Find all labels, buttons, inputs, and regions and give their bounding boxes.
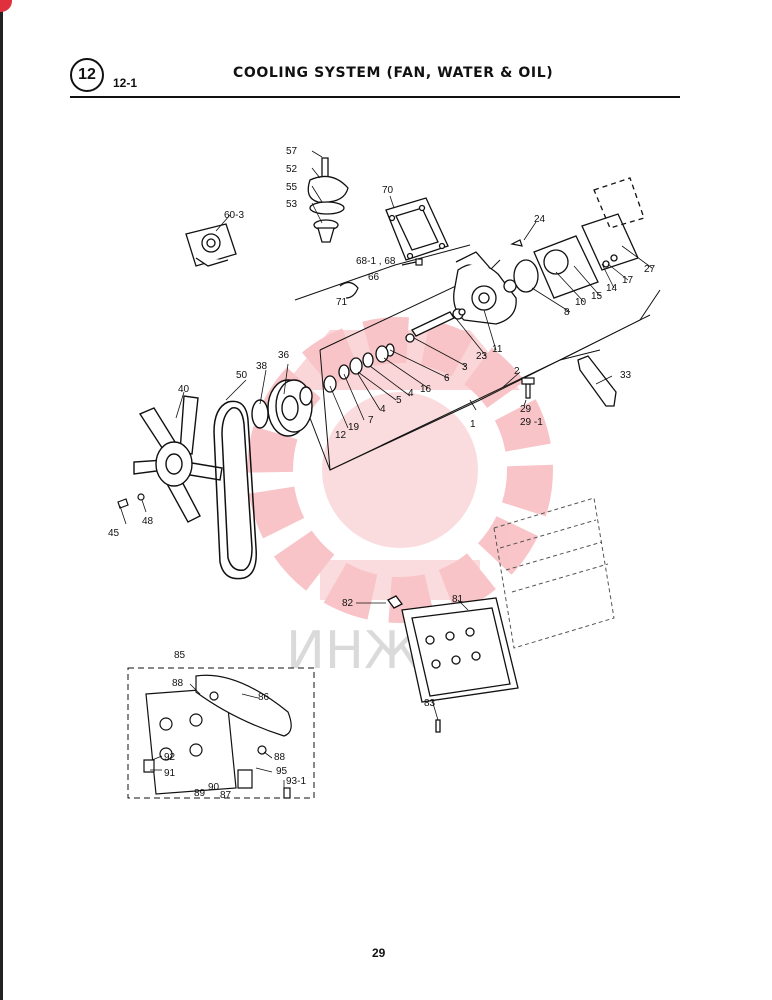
callout-36: 36 bbox=[278, 350, 290, 361]
callout-88a: 88 bbox=[172, 678, 184, 689]
o-ring-88 bbox=[209, 691, 219, 701]
fan-bolts bbox=[117, 493, 145, 509]
engine-block-outline bbox=[593, 177, 645, 229]
callout-88b: 88 bbox=[274, 752, 286, 763]
callout-7: 7 bbox=[368, 415, 374, 426]
callout-8: 8 bbox=[564, 307, 570, 318]
callout-89: 89 bbox=[194, 788, 206, 799]
page-header: 12 12-1 COOLING SYSTEM (FAN, WATER & OIL… bbox=[70, 58, 680, 98]
callout-27: 27 bbox=[644, 264, 656, 275]
watermark-gear-logo bbox=[247, 317, 553, 623]
callout-68: 68-1 , 68 bbox=[356, 256, 396, 267]
page-title: COOLING SYSTEM (FAN, WATER & OIL) bbox=[233, 65, 554, 81]
callout-85: 85 bbox=[174, 650, 186, 661]
callout-50: 50 bbox=[236, 370, 248, 381]
callout-70: 70 bbox=[382, 185, 394, 196]
callout-4a: 4 bbox=[408, 388, 414, 399]
callout-11: 11 bbox=[492, 344, 503, 355]
oil-cooler-detail-box bbox=[127, 667, 315, 799]
plug-93-1 bbox=[283, 787, 291, 799]
callout-82: 82 bbox=[342, 598, 354, 609]
callout-38: 38 bbox=[256, 361, 268, 372]
callout-23: 23 bbox=[476, 351, 488, 362]
thermostat-case-60-3 bbox=[185, 223, 237, 267]
callout-92: 92 bbox=[164, 752, 176, 763]
shaft-3 bbox=[411, 311, 455, 337]
callout-57: 57 bbox=[286, 146, 298, 157]
callout-91: 91 bbox=[164, 768, 176, 779]
stud-24 bbox=[510, 239, 523, 247]
callout-45: 45 bbox=[108, 528, 120, 539]
section-number-badge: 12 bbox=[70, 58, 104, 92]
section-sub-number: 12-1 bbox=[113, 76, 138, 90]
callout-16: 16 bbox=[420, 384, 432, 395]
callout-33: 33 bbox=[620, 370, 632, 381]
callout-29: 29 bbox=[520, 404, 532, 415]
callout-19: 19 bbox=[348, 422, 360, 433]
plug-82 bbox=[387, 595, 403, 609]
gasket-55 bbox=[309, 201, 345, 215]
callout-52: 52 bbox=[286, 164, 298, 175]
cooling-fan-40 bbox=[133, 395, 223, 523]
callout-86: 86 bbox=[258, 692, 270, 703]
header-divider bbox=[70, 96, 680, 98]
callout-12: 12 bbox=[335, 430, 347, 441]
impeller-8 bbox=[513, 259, 539, 293]
callout-3: 3 bbox=[462, 362, 468, 373]
callout-87: 87 bbox=[220, 790, 232, 801]
oil-cooler-element-81 bbox=[387, 595, 519, 733]
oil-cooler-housing-outline bbox=[477, 497, 615, 693]
water-outlet-plate-70 bbox=[385, 197, 449, 261]
page-number: 29 bbox=[372, 946, 386, 960]
callout-48: 48 bbox=[142, 516, 154, 527]
bearing-and-ring-set bbox=[323, 343, 395, 393]
callout-83: 83 bbox=[424, 698, 436, 709]
water-pump-body bbox=[453, 251, 517, 325]
callout-95: 95 bbox=[276, 766, 288, 777]
gasket-27 bbox=[581, 213, 639, 271]
spacer-38 bbox=[251, 399, 269, 429]
adjusting-bar-33 bbox=[577, 355, 617, 407]
callout-15: 15 bbox=[591, 291, 603, 302]
page-edge-rule bbox=[0, 0, 3, 1000]
callout-6: 6 bbox=[444, 373, 450, 384]
callout-24: 24 bbox=[534, 214, 546, 225]
callout-4b: 4 bbox=[380, 404, 386, 415]
oil-cooler-detail-parts bbox=[143, 674, 292, 799]
callout-55: 55 bbox=[286, 182, 298, 193]
callout-14: 14 bbox=[606, 283, 618, 294]
callout-71: 71 bbox=[336, 297, 348, 308]
callout-40: 40 bbox=[178, 384, 190, 395]
callout-5: 5 bbox=[396, 395, 402, 406]
small-fasteners bbox=[339, 239, 523, 299]
pump-shaft-assembly bbox=[405, 308, 466, 343]
hose-clip-71 bbox=[339, 281, 359, 299]
bolt-83 bbox=[435, 719, 441, 733]
callout-29-1: 29 -1 bbox=[520, 417, 543, 428]
callout-81: 81 bbox=[452, 594, 464, 605]
callout-93-1: 93-1 bbox=[286, 776, 306, 787]
callout-10: 10 bbox=[575, 297, 587, 308]
callout-2: 2 bbox=[514, 366, 520, 377]
callout-66: 66 bbox=[368, 272, 380, 283]
core-86 bbox=[195, 674, 292, 737]
callout-leader-lines bbox=[119, 150, 653, 788]
water-pump-pulley bbox=[251, 379, 313, 437]
callout-53: 53 bbox=[286, 199, 298, 210]
callout-17: 17 bbox=[622, 275, 634, 286]
v-belt-50 bbox=[213, 400, 257, 580]
bolt-29 bbox=[521, 377, 535, 399]
callout-1: 1 bbox=[470, 419, 476, 430]
callout-90: 90 bbox=[208, 782, 220, 793]
callout-60-3: 60-3 bbox=[224, 210, 244, 221]
